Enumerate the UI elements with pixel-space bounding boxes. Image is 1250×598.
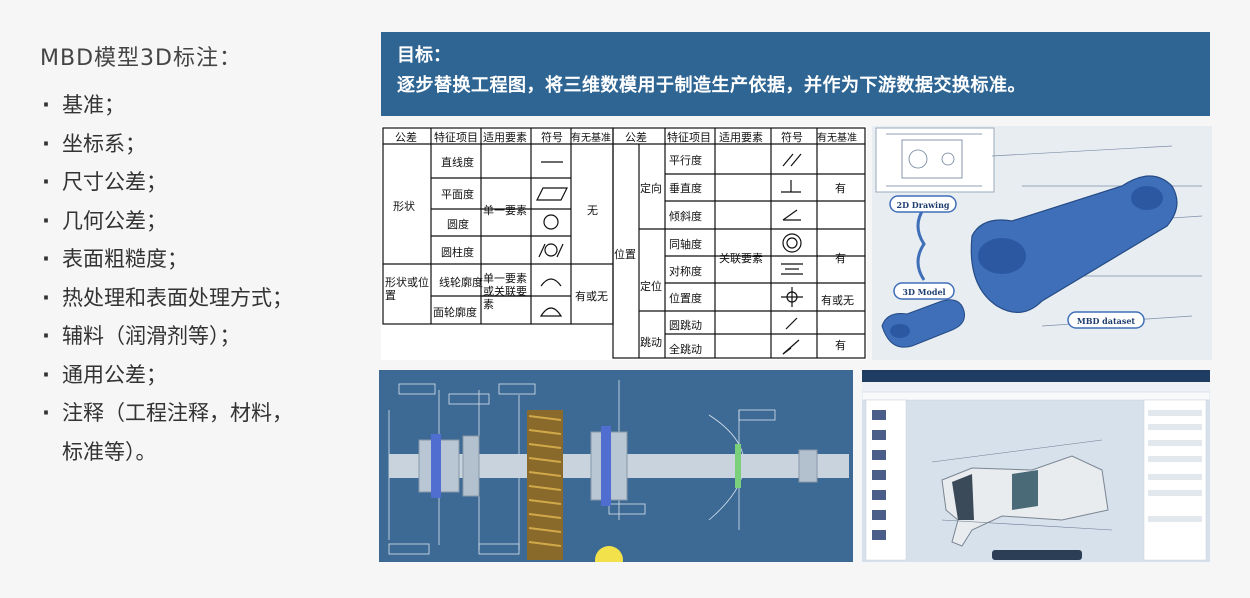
- label-3d-model: 3D Model: [902, 287, 945, 297]
- feature-angularity: 倾斜度: [669, 210, 702, 223]
- element-single: 单一要素: [483, 204, 527, 217]
- feature-coaxiality: 同轴度: [669, 238, 702, 251]
- header-element: 适用要素: [483, 131, 527, 144]
- group-position: 位置: [614, 248, 636, 261]
- list-item: 热处理和表面处理方式；: [40, 279, 360, 318]
- feature-perpendicularity: 垂直度: [669, 182, 702, 195]
- shaft-illustration: [379, 370, 853, 562]
- header-feature: 特征项目: [434, 131, 478, 144]
- line-profile-label: 轮廓度: [450, 276, 483, 289]
- group-form-or-position: 形状或位置: [385, 276, 429, 302]
- sub-orientation: 定向: [640, 182, 662, 195]
- list-item: 表面粗糙度；: [40, 240, 360, 279]
- element-single-or-related: 单一要素或关联要素: [483, 272, 527, 311]
- datum-none: 无: [587, 204, 598, 217]
- element-related: 关联要素: [719, 252, 763, 265]
- datum-yes-a: 有: [835, 182, 846, 195]
- cad-software-illustration: [862, 370, 1210, 561]
- list-item: 尺寸公差；: [40, 163, 360, 202]
- header-element-r: 适用要素: [719, 131, 763, 144]
- header-symbol: 符号: [541, 131, 563, 144]
- datum-yes-d: 有: [835, 339, 846, 352]
- header-symbol-r: 符号: [781, 131, 803, 144]
- feature-straightness: 直线度: [441, 156, 474, 169]
- mbd-dataset-image: 2D Drawing 3D Model MBD dataset: [872, 126, 1212, 360]
- header-tolerance: 公差: [395, 131, 417, 144]
- tolerance-table: 公差 特征项目 适用要素 符号 有无基准 形状 形状或位置 直线度 平面度 圆度…: [381, 126, 867, 360]
- mbd-annotation-list: MBD模型3D标注： 基准； 坐标系； 尺寸公差； 几何公差； 表面粗糙度； 热…: [40, 40, 360, 471]
- sub-location: 定位: [640, 280, 662, 293]
- datum-yes-b: 有: [835, 252, 846, 265]
- label-mbd-dataset: MBD dataset: [1077, 316, 1136, 326]
- list-title: MBD模型3D标注：: [40, 46, 242, 71]
- shaft-annotation-image: [379, 370, 853, 562]
- group-form: 形状: [393, 200, 415, 213]
- tolerance-table-grid: [382, 127, 866, 359]
- feature-cylindricity: 圆柱度: [441, 246, 474, 259]
- feature-roundness: 圆度: [447, 218, 469, 231]
- list-item: 坐标系；: [40, 125, 360, 164]
- cad-software-image: [862, 370, 1210, 562]
- goal-title: 目标：: [397, 45, 451, 66]
- list-item: 注释（工程注释，材料， 标准等）。: [40, 394, 360, 471]
- connecting-rod-illustration: 2D Drawing 3D Model MBD dataset: [875, 127, 1203, 348]
- feature-total-runout: 全跳动: [669, 343, 702, 356]
- feature-flatness: 平面度: [441, 188, 474, 201]
- feature-surface-profile: 面轮廓度: [433, 304, 477, 320]
- feature-circular-runout: 圆跳动: [669, 319, 702, 332]
- feature-parallelism: 平行度: [669, 154, 702, 167]
- header-feature-r: 特征项目: [667, 131, 711, 144]
- header-datum-r: 有无基准: [817, 133, 857, 144]
- goal-text: 逐步替换工程图，将三维数模用于制造生产依据，并作为下游数据交换标准。: [397, 75, 1026, 96]
- header-datum: 有无基准: [571, 133, 611, 144]
- surface-profile-label: 轮廓度: [444, 306, 477, 319]
- line-prefix: 线: [439, 276, 450, 289]
- sub-runout: 跳动: [640, 336, 662, 349]
- header-tolerance-r: 公差: [625, 131, 647, 144]
- list-item: 几何公差；: [40, 202, 360, 241]
- list-item-line: 标准等）。: [62, 439, 157, 464]
- list-item: 基准；: [40, 86, 360, 125]
- face-prefix: 面: [433, 306, 444, 319]
- feature-position: 位置度: [669, 292, 702, 305]
- list-item-line: 注释（工程注释，材料，: [62, 401, 293, 425]
- list-item: 辅料（润滑剂等）；: [40, 317, 360, 356]
- goal-banner: 目标： 逐步替换工程图，将三维数模用于制造生产依据，并作为下游数据交换标准。: [381, 32, 1210, 116]
- feature-symmetry: 对称度: [669, 265, 702, 278]
- list-item: 通用公差；: [40, 356, 360, 395]
- annotation-items: 基准； 坐标系； 尺寸公差； 几何公差； 表面粗糙度； 热处理和表面处理方式； …: [40, 86, 360, 471]
- feature-line-profile: 线轮廓度: [439, 274, 483, 290]
- datum-optional: 有或无: [575, 290, 608, 303]
- datum-optional-r: 有或无: [821, 294, 854, 307]
- label-2d-drawing: 2D Drawing: [897, 200, 950, 210]
